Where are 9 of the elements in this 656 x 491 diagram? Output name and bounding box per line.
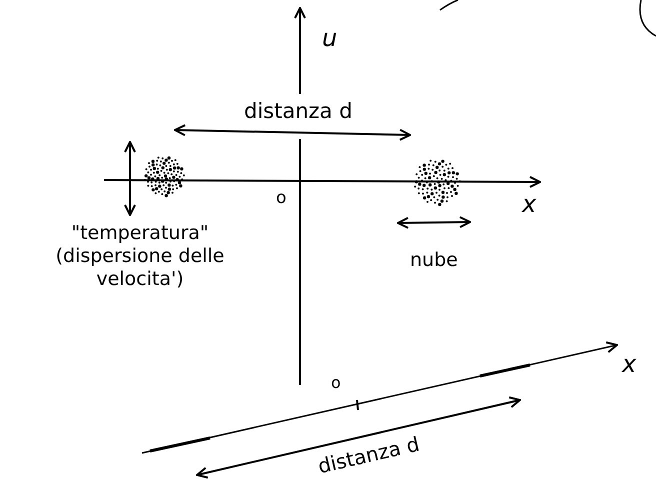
annotation-text: "temperatura" (dispersione delle velocita') — [54, 222, 226, 290]
dimension-label: distanza d — [244, 101, 352, 122]
axis-label: x — [622, 352, 636, 376]
axis-label: u — [322, 26, 338, 50]
dimension-label: distanza d — [316, 434, 421, 476]
dimension-label: nube — [410, 251, 458, 270]
axis-label: x — [522, 192, 536, 216]
origin-label: o — [331, 375, 341, 391]
origin-label: o — [276, 190, 286, 207]
